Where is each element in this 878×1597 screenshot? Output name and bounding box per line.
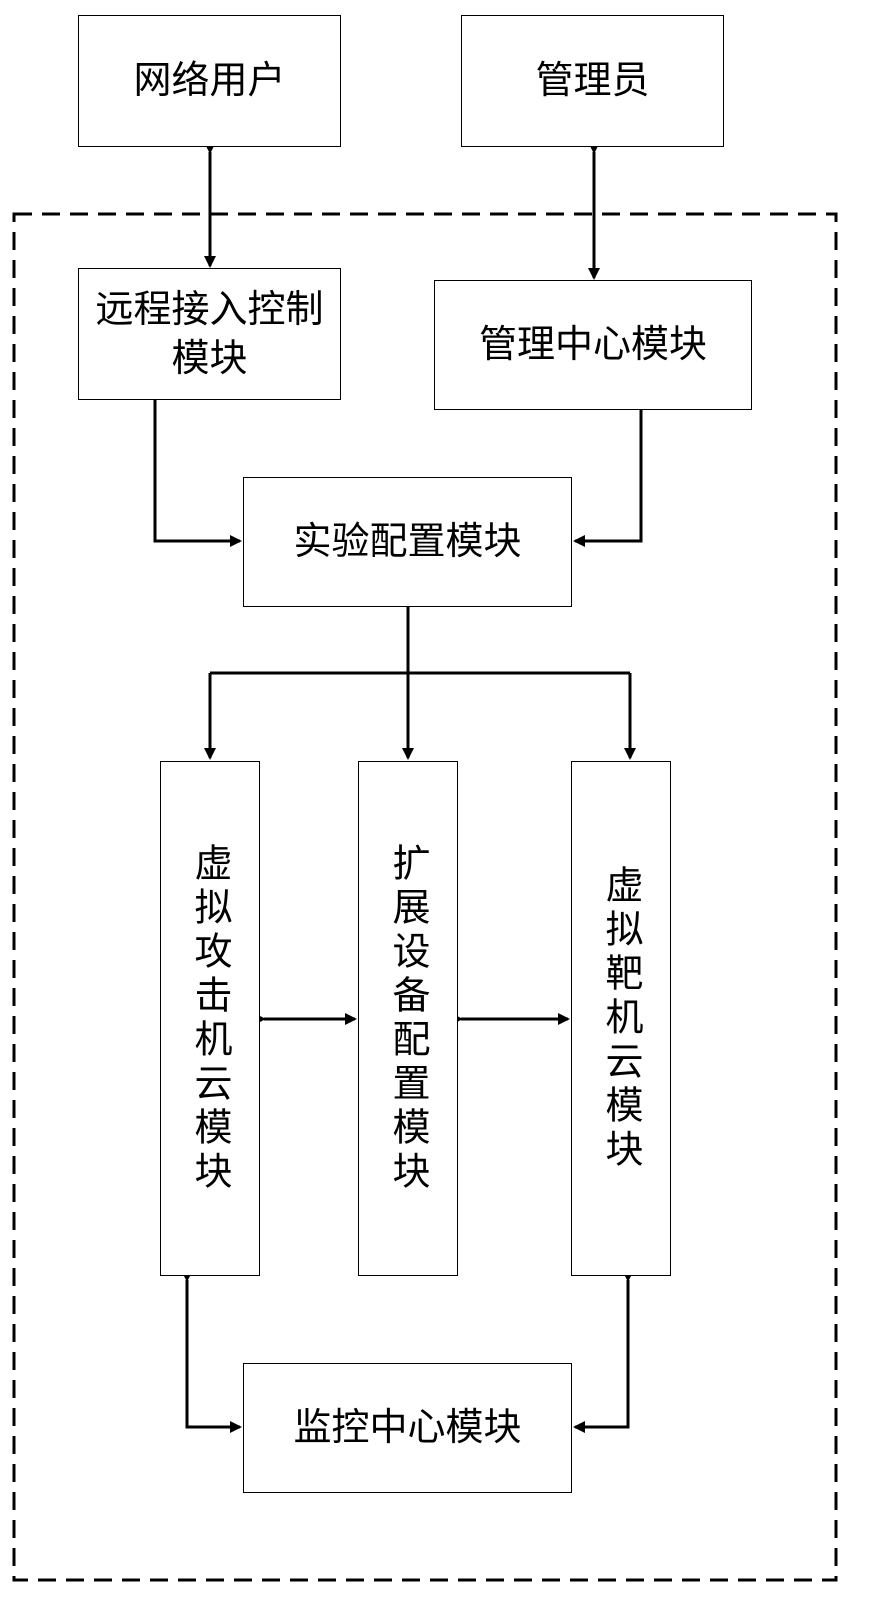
node-remote-access-control-label: 远程接入控制模块 <box>93 285 326 384</box>
node-management-center: 管理中心模块 <box>434 280 752 410</box>
node-network-user: 网络用户 <box>78 15 341 147</box>
edge-remote-access-experiment-config <box>155 400 240 541</box>
node-monitoring-center: 监控中心模块 <box>243 1363 572 1493</box>
node-virtual-attack-cloud-label: 虚拟攻击机云模块 <box>191 843 229 1195</box>
node-extended-device-config-label: 扩展设备配置模块 <box>389 843 427 1195</box>
node-administrator: 管理员 <box>461 15 724 147</box>
edge-target-cloud-monitoring-center <box>575 1280 628 1427</box>
node-extended-device-config: 扩展设备配置模块 <box>358 761 458 1276</box>
edge-attack-cloud-monitoring-center <box>187 1280 240 1427</box>
node-management-center-label: 管理中心模块 <box>479 320 707 369</box>
node-network-user-label: 网络用户 <box>133 56 285 105</box>
node-virtual-target-cloud: 虚拟靶机云模块 <box>571 761 671 1276</box>
node-remote-access-control: 远程接入控制模块 <box>78 268 341 400</box>
node-virtual-target-cloud-label: 虚拟靶机云模块 <box>602 865 640 1173</box>
node-experiment-config: 实验配置模块 <box>243 477 572 607</box>
node-monitoring-center-label: 监控中心模块 <box>293 1403 521 1452</box>
node-administrator-label: 管理员 <box>535 56 649 105</box>
edge-management-center-experiment-config <box>575 410 641 541</box>
node-virtual-attack-cloud: 虚拟攻击机云模块 <box>160 761 260 1276</box>
node-experiment-config-label: 实验配置模块 <box>293 517 521 566</box>
